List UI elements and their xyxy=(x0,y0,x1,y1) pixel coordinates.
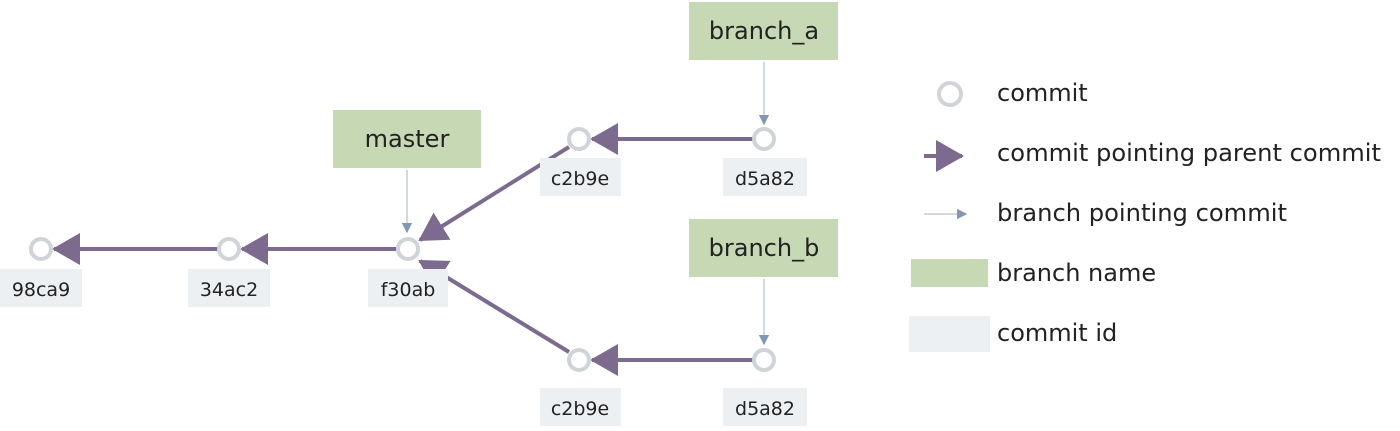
legend-branch-name-swatch xyxy=(911,259,988,287)
commit-node-d5a82-a xyxy=(752,127,776,151)
commit-id-label: c2b9e xyxy=(551,168,609,190)
commit-id-98ca9: 98ca9 xyxy=(0,269,82,307)
commit-id-label: f30ab xyxy=(381,279,436,301)
branch-master: master xyxy=(333,110,481,168)
legend-item-branch-name: branch name xyxy=(911,259,1156,287)
commit-id-34ac2: 34ac2 xyxy=(188,269,270,307)
commit-id-label: c2b9e xyxy=(551,398,609,420)
commit-id-c2b9e-b: c2b9e xyxy=(540,388,621,426)
commit-id-box xyxy=(0,269,82,307)
commit-id-box xyxy=(368,269,448,307)
legend-item-parent-pointer: commit pointing parent commit xyxy=(924,139,1381,172)
legend-commit-id-swatch xyxy=(909,316,990,352)
legend-label-branch-name: branch name xyxy=(997,259,1156,287)
legend: commit commit pointing parent commit bra… xyxy=(909,79,1381,352)
branch-branch-a: branch_a xyxy=(689,2,838,60)
commit-id-c2b9e-a: c2b9e xyxy=(540,158,621,196)
commit-node-34ac2 xyxy=(217,237,241,261)
commit-id-d5a82-a: d5a82 xyxy=(723,158,807,196)
commit-id-box xyxy=(188,269,270,307)
commit-id-box xyxy=(540,388,621,426)
commit-id-label: 98ca9 xyxy=(12,279,70,301)
branch-name-box xyxy=(689,219,838,277)
legend-commit-icon xyxy=(937,81,963,107)
legend-label-commit: commit xyxy=(997,79,1088,107)
legend-label-commit-id: commit id xyxy=(997,319,1117,347)
commit-id-box xyxy=(723,388,807,426)
commit-id-box xyxy=(723,158,807,196)
legend-item-commit-id: commit id xyxy=(909,316,1117,352)
commit-id-box xyxy=(540,158,621,196)
legend-label-parent-pointer: commit pointing parent commit xyxy=(997,139,1381,167)
branch-name-label: master xyxy=(365,125,450,153)
commit-node-f30ab xyxy=(396,237,420,261)
commit-node-98ca9 xyxy=(29,237,53,261)
commit-id-f30ab: f30ab xyxy=(368,269,448,307)
branch-name-label: branch_b xyxy=(709,234,820,262)
legend-label-branch-pointer: branch pointing commit xyxy=(997,199,1287,227)
commit-node-d5a82-b xyxy=(752,348,776,372)
commit-id-label: d5a82 xyxy=(735,398,795,420)
commit-node-c2b9e-b xyxy=(567,348,591,372)
branch-name-label: branch_a xyxy=(709,17,819,45)
branch-name-box xyxy=(333,110,481,168)
commit-id-label: 34ac2 xyxy=(200,279,258,301)
branch-branch-b: branch_b xyxy=(689,219,838,277)
legend-item-branch-pointer: branch pointing commit xyxy=(924,199,1287,227)
commit-id-d5a82-b: d5a82 xyxy=(723,388,807,426)
commit-id-label: d5a82 xyxy=(735,168,795,190)
branch-name-box xyxy=(689,2,838,60)
commit-node-c2b9e-a xyxy=(567,127,591,151)
legend-item-commit: commit xyxy=(937,79,1088,107)
